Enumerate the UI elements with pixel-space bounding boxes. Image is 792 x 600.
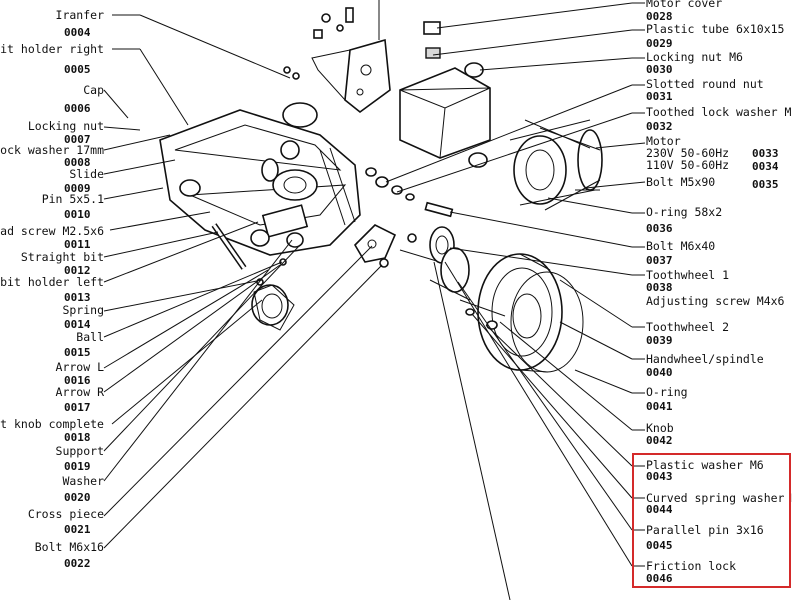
bolt-m5x90-label: Bolt M5x90 [646, 175, 715, 189]
part-0017-number: 0017 [64, 401, 91, 414]
part-0021-label: Cross piece [28, 507, 104, 521]
adjustment-knob-drawing [211, 223, 295, 331]
part-0029-number: 0029 [646, 37, 673, 50]
part-0006-number: 0006 [64, 102, 91, 115]
bolt-m5x90-number: 0035 [752, 178, 779, 191]
motor-label: Motor [646, 134, 681, 148]
part-0018-label: tment knob complete [0, 417, 104, 431]
part-0038-number: 0038 [646, 281, 673, 294]
part-0041-number: 0041 [646, 400, 673, 413]
part-0006-label: Cap [83, 83, 104, 97]
motor-drawing [509, 119, 603, 211]
part-0013-label: Toolbit holder left [0, 275, 104, 289]
part-0022-label: Bolt M6x16 [35, 540, 104, 554]
part-0041-label: O-ring [646, 385, 688, 399]
part-0044-number: 0044 [646, 503, 673, 516]
part-0045-number: 0045 [646, 539, 673, 552]
part-0044-label: Curved spring washer M6 [646, 491, 792, 505]
part-0042-number: 0042 [646, 434, 673, 447]
part-0010-number: 0010 [64, 208, 91, 221]
motor-110v-number: 0034 [752, 160, 779, 173]
slide-body-drawing [159, 109, 361, 256]
part-0037-label: Bolt M6x40 [646, 239, 715, 253]
drawing-parts [159, 0, 603, 373]
motor-cover-drawing [399, 21, 491, 168]
part-0015-label: Ball [76, 330, 104, 344]
part-0005-label: oolbit holder right [0, 42, 104, 56]
part-0040-number: 0040 [646, 366, 673, 379]
part-0012-number: 0012 [64, 264, 91, 277]
motor-label-block: Motor 230V 50-60Hz 0033 110V 50-60Hz 003… [646, 134, 779, 191]
part-0038-label: Toothwheel 1 [646, 268, 729, 282]
part-0016-number: 0016 [64, 374, 91, 387]
part-0004-number: 0004 [64, 26, 91, 39]
toothwheel-1-drawing [429, 226, 471, 301]
adjusting-screw-label: Adjusting screw M4x6 [646, 294, 785, 308]
part-0030-number: 0030 [646, 63, 673, 76]
part-0015-number: 0015 [64, 346, 91, 359]
part-0005-number: 0005 [64, 63, 91, 76]
part-0032-label: Toothed lock washer M6 [646, 105, 792, 119]
part-0007-number: 0007 [64, 133, 91, 146]
part-0042-label: Knob [646, 421, 674, 435]
part-0009-number: 0009 [64, 182, 91, 195]
handwheel-drawing [459, 253, 584, 373]
part-0021-number: 0021 [64, 523, 91, 536]
part-0008-number: 0008 [64, 156, 91, 169]
part-0019-label: Support [56, 444, 104, 458]
part-0008-label: Lock washer 17mm [0, 143, 104, 157]
part-0043-number: 0043 [646, 470, 673, 483]
part-0029-label: Plastic tube 6x10x15 [646, 22, 784, 36]
part-0037-number: 0037 [646, 254, 673, 267]
part-0030-label: Locking nut M6 [646, 50, 743, 64]
part-0045-label: Parallel pin 3x16 [646, 523, 764, 537]
part-0020-label: Washer [62, 474, 104, 488]
motor-110v-label: 110V 50-60Hz [646, 158, 729, 172]
part-0007-label: Locking nut [28, 119, 104, 133]
part-0036-label: O-ring 58x2 [646, 205, 722, 219]
part-0004-label: Iranfer [56, 8, 105, 22]
part-0013-number: 0013 [64, 291, 91, 304]
bracket-drawing [311, 38, 391, 114]
part-0036-number: 0036 [646, 222, 673, 235]
top-hardware-drawing [282, 0, 380, 128]
part-0019-number: 0019 [64, 460, 91, 473]
part-0028-label: Motor cover [646, 0, 722, 10]
part-0022-number: 0022 [64, 557, 91, 570]
part-0016-label: Arrow L [56, 360, 105, 374]
part-0012-label: Straight bit [21, 250, 104, 264]
part-0011-number: 0011 [64, 238, 91, 251]
part-0011-label: head screw M2.5x6 [0, 224, 104, 238]
part-0017-label: Arrow R [56, 385, 105, 399]
part-0020-number: 0020 [64, 491, 91, 504]
part-0009-label: Slide [69, 167, 104, 181]
part-0043-label: Plastic washer M6 [646, 458, 764, 472]
part-0046-label: Friction lock [646, 559, 736, 573]
part-0039-label: Toothwheel 2 [646, 320, 729, 334]
part-0039-number: 0039 [646, 334, 673, 347]
part-0018-number: 0018 [64, 431, 91, 444]
part-0028-number: 0028 [646, 10, 673, 23]
part-0046-number: 0046 [646, 572, 673, 585]
part-0014-number: 0014 [64, 318, 91, 331]
motor-230v-number: 0033 [752, 147, 779, 160]
part-0031-label: Slotted round nut [646, 77, 764, 91]
part-0010-label: Pin 5x5.1 [42, 192, 104, 206]
part-0040-label: Handwheel/spindle [646, 352, 764, 366]
highlight-box [632, 453, 791, 588]
part-0032-number: 0032 [646, 120, 673, 133]
part-0014-label: Spring [62, 303, 104, 317]
motor-230v-label: 230V 50-60Hz [646, 146, 729, 160]
part-0031-number: 0031 [646, 90, 673, 103]
leader-lines [103, 2, 646, 600]
